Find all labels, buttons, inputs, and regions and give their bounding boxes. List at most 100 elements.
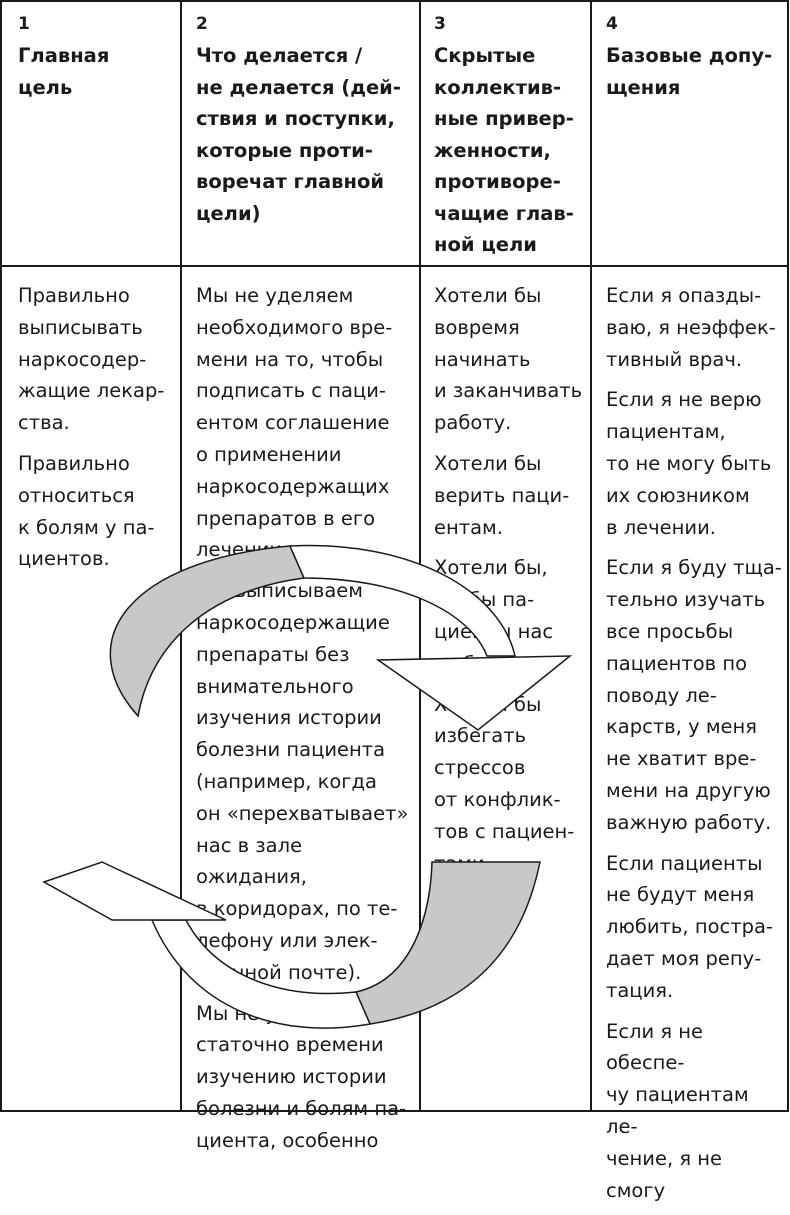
- text-line: мени на другую: [606, 778, 771, 802]
- text-line: пациентам,: [606, 420, 726, 444]
- text-line: (например, когда: [196, 769, 377, 793]
- text-line: необходимого вре-: [196, 315, 393, 339]
- column-number: 3: [434, 14, 446, 34]
- text-line: то не могу быть: [606, 451, 772, 475]
- text-line: Правильно: [18, 284, 130, 307]
- text-line: нас в зале ожидания,: [196, 833, 307, 889]
- column-title: Что делается /не делается (дей-ствия и п…: [196, 40, 410, 229]
- title-line: ствия и поступки,: [196, 107, 395, 130]
- cell-paragraph: Если я опазды-ваю, я неэффек-тивный врач…: [606, 280, 786, 375]
- text-line: наркосодер-: [18, 347, 147, 371]
- column-number: 4: [606, 14, 618, 34]
- text-line: Правильно: [18, 451, 130, 475]
- column-title: Главная цель: [18, 40, 168, 103]
- text-line: не хватит вре-: [606, 747, 757, 771]
- column-4-body: Если я опазды-ваю, я неэффек-тивный врач…: [606, 280, 786, 1215]
- text-line: выписывать: [18, 315, 143, 339]
- text-line: вовремя: [434, 315, 520, 339]
- text-line: тов с пациен-: [434, 819, 575, 843]
- text-line: Если я не верю: [606, 388, 762, 412]
- text-line: чу пациентам ле-: [606, 1083, 749, 1138]
- text-line: начинать: [434, 347, 531, 371]
- column-2-body: Мы не уделяем необходимого вре-мени на то…: [196, 280, 414, 1166]
- cell-paragraph: Мы не уделяем необходимого вре-мени на то…: [196, 280, 414, 566]
- text-line: он «перехватывает»: [196, 801, 409, 825]
- title-line: щения: [606, 75, 681, 99]
- text-line: ваю, я неэффек-: [606, 315, 776, 339]
- text-line: внимательного: [196, 674, 354, 698]
- text-line: циентов.: [18, 547, 110, 571]
- text-line: ентам.: [434, 515, 503, 539]
- column-1-header: 1 Главная цель: [18, 14, 168, 103]
- text-line: важную работу.: [606, 810, 772, 834]
- text-line: поводу ле-: [606, 683, 717, 707]
- cell-paragraph: Если я не обеспе-чу пациентам ле-чение, …: [606, 1016, 786, 1207]
- column-4-header: 4 Базовые допу-щения: [606, 14, 784, 103]
- text-line: любить, постра-: [606, 915, 773, 939]
- text-line: в лечении.: [606, 515, 716, 539]
- text-line: все просьбы: [606, 619, 734, 643]
- text-line: тронной почте).: [196, 960, 362, 984]
- text-line: не будут меня: [606, 883, 755, 907]
- cell-paragraph: Если пациенты не будут меня любить, постра…: [606, 848, 786, 1007]
- text-line: дает моя репу-: [606, 946, 762, 970]
- column-number: 2: [196, 14, 208, 34]
- text-line: ентом соглашение: [196, 411, 390, 435]
- text-line: тивный врач.: [606, 347, 743, 371]
- text-line: тельно изучать: [606, 588, 766, 612]
- text-line: мени на то, чтобы: [196, 347, 384, 371]
- text-line: относиться: [18, 483, 135, 507]
- text-line: Хотели бы,: [434, 556, 548, 580]
- text-line: препараты без: [196, 642, 350, 666]
- text-line: лечении.: [196, 538, 289, 562]
- title-line: Скрытые: [434, 44, 536, 67]
- text-line: чение, я не смогу: [606, 1146, 723, 1202]
- title-line: не делается (дей-: [196, 75, 401, 99]
- title-line: противоре-: [434, 170, 561, 193]
- text-line: подписать с паци-: [196, 379, 386, 403]
- text-line: изучения истории: [196, 706, 382, 730]
- text-line: Если пациенты: [606, 851, 763, 875]
- title-line: воречат главной: [196, 170, 385, 193]
- text-line: лефону или элек-: [196, 928, 378, 952]
- text-line: Если я опазды-: [606, 284, 762, 307]
- title-line: ной цели: [434, 233, 537, 256]
- text-line: наркосодержащих: [196, 474, 390, 498]
- text-line: карств, у меня: [606, 715, 758, 739]
- title-line: цели): [196, 201, 261, 225]
- text-line: и заканчивать: [434, 379, 583, 403]
- text-line: о применении: [196, 442, 342, 466]
- text-line: циенты нас: [434, 619, 554, 643]
- text-line: циента, особенно: [196, 1128, 379, 1152]
- text-line: Хотели бы: [434, 692, 542, 716]
- text-line: чтобы па-: [434, 588, 535, 612]
- text-line: к болям у па-: [18, 515, 155, 539]
- column-2-header: 2 Что делается /не делается (дей-ствия и…: [196, 14, 410, 229]
- text-line: пациентов по: [606, 651, 748, 675]
- text-line: Мы не уделяем: [196, 284, 354, 307]
- text-line: ства.: [18, 411, 70, 435]
- text-line: статочно времени: [196, 1033, 384, 1057]
- text-line: Хотели бы: [434, 451, 542, 475]
- text-line: тация.: [606, 978, 674, 1002]
- text-line: Хотели бы: [434, 284, 542, 307]
- title-line: Главная цель: [18, 44, 110, 99]
- text-line: изучению истории: [196, 1065, 387, 1089]
- cell-paragraph: Правильно относиться к болям у па-циентов.: [18, 448, 168, 575]
- table-border: [0, 0, 789, 1112]
- title-line: Базовые допу-: [606, 44, 773, 67]
- text-line: наркосодержащие: [196, 610, 390, 634]
- text-line: стрессов: [434, 756, 526, 780]
- text-line: Если я не обеспе-: [606, 1019, 704, 1075]
- text-line: препаратов в его: [196, 506, 375, 530]
